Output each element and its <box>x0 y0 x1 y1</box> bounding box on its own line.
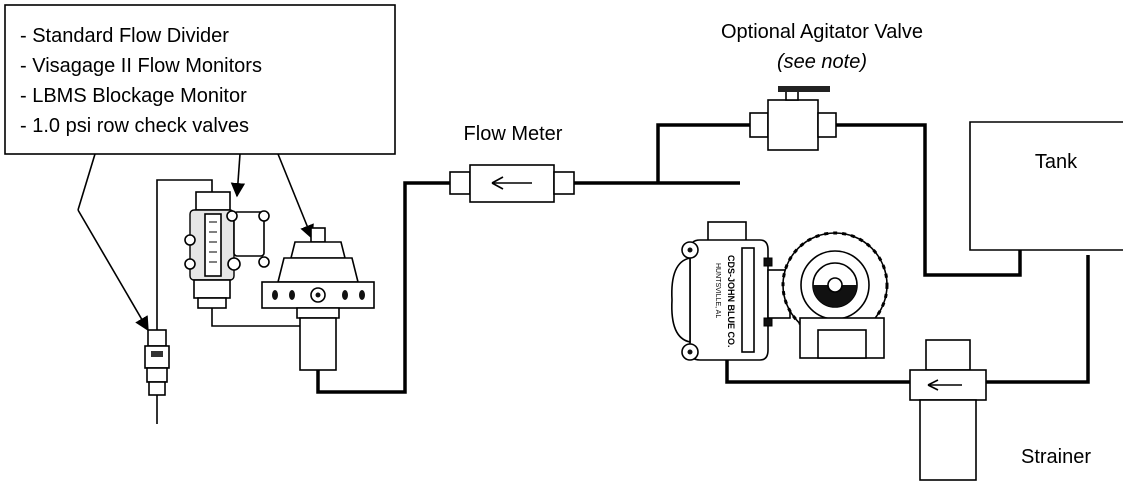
leader-arrow-flow-monitor <box>230 153 246 198</box>
pipe-tank-outlet <box>985 255 1090 384</box>
leader-line-check-valve <box>77 153 96 211</box>
leader-arrow-flow-divider <box>277 153 314 240</box>
pump-stamp-line1: CDS-JOHN BLUE CO. <box>726 255 736 348</box>
callout-frame <box>4 4 396 155</box>
strainer <box>909 339 987 481</box>
pipe-meter-to-divider <box>316 181 450 394</box>
leader-arrow-check-valve <box>77 209 149 332</box>
pipe-pump-to-strainer <box>725 358 910 384</box>
label-strainer: Strainer <box>1021 446 1091 468</box>
label-tank: Tank <box>1035 151 1078 173</box>
tank-outline <box>969 121 1123 251</box>
main-plumbing <box>316 123 1090 394</box>
label-agitator-note: (see note) <box>777 51 867 73</box>
callout-leaders <box>77 153 314 332</box>
strainer-flow-arrow-icon <box>927 379 939 391</box>
callout-item-flow-monitors: - Visagage II Flow Monitors <box>20 55 262 77</box>
tank <box>969 121 1123 251</box>
component-labels: Optional Agitator Valve (see note) Flow … <box>464 21 1092 468</box>
flow-direction-arrow-icon <box>491 176 504 190</box>
callout-item-check-valves: - 1.0 psi row check valves <box>20 115 249 137</box>
visagage-flow-monitor <box>184 191 270 309</box>
pipe-agitator-supply <box>656 123 750 183</box>
label-flow-meter: Flow Meter <box>464 123 563 145</box>
valve-handle <box>778 86 830 92</box>
callout-item-flow-divider: - Standard Flow Divider <box>20 25 229 47</box>
row-check-valve <box>144 329 170 396</box>
agitator-valve <box>749 86 837 151</box>
centrifugal-pump: CDS-JOHN BLUE CO. HUNTSVILLE, AL <box>671 221 889 361</box>
callout-box: - Standard Flow Divider - Visagage II Fl… <box>4 4 396 155</box>
pump-stamp-line2: HUNTSVILLE, AL <box>714 263 721 318</box>
flow-divider <box>261 227 375 371</box>
callout-item-blockage-monitor: - LBMS Blockage Monitor <box>20 85 247 107</box>
pipe-agitator-return <box>836 123 1022 277</box>
label-agitator-valve: Optional Agitator Valve <box>721 21 923 43</box>
hose-upper <box>156 179 213 330</box>
flow-meter <box>449 164 575 203</box>
